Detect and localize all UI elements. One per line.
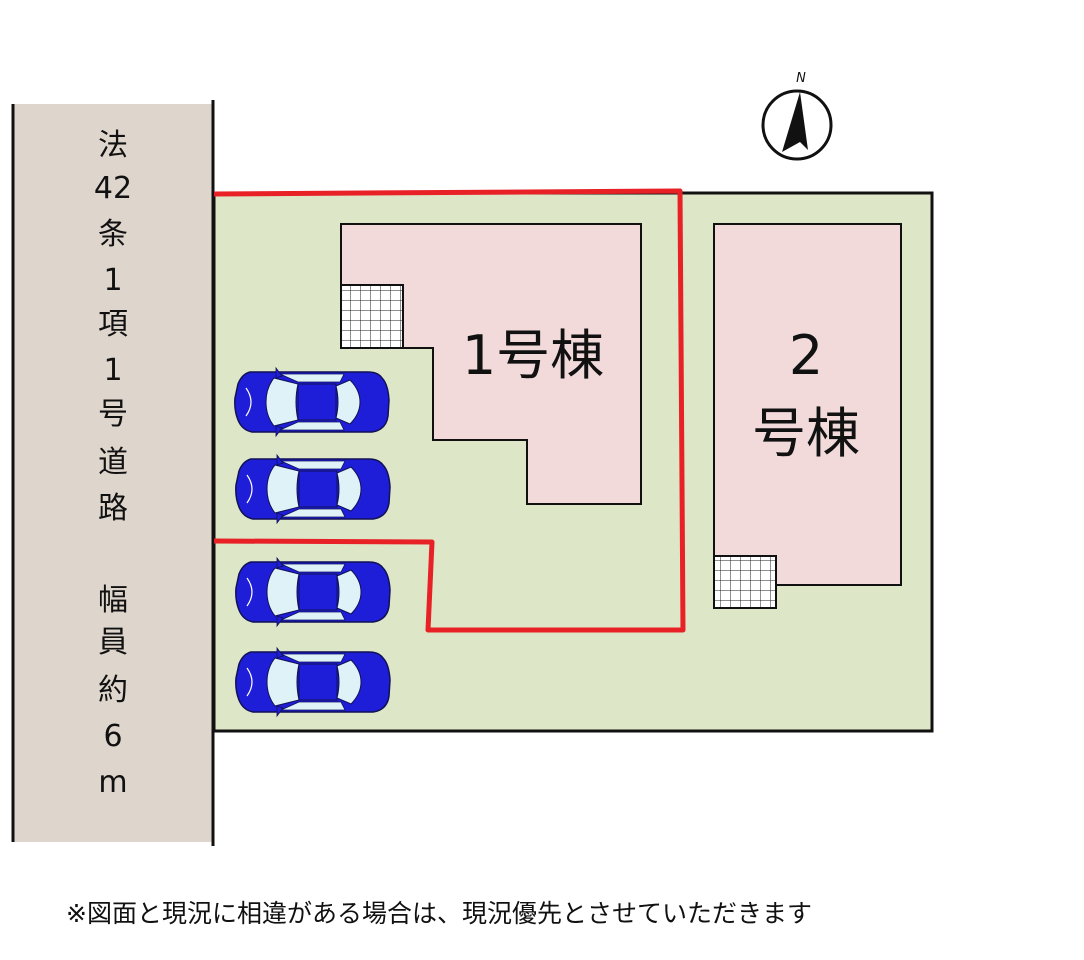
road-char: 6 [103,719,122,754]
car-1 [234,367,390,437]
building-1-label: 1号棟 [462,324,604,387]
road-char: 員 [98,625,128,660]
road-char: 道 [98,445,128,480]
road-char: m [98,765,127,800]
road-char: 条 [98,217,128,252]
lot-1-boundary [213,188,686,633]
road-char: 約 [98,673,128,708]
building-2-label-line2: 号棟 [752,402,860,465]
car-4 [235,647,391,717]
road-char: 1 [103,263,122,298]
car-3 [235,557,391,627]
road-char: 42 [94,171,132,206]
road-char: 幅 [98,583,128,618]
road-char: 1 [103,353,122,388]
road-strip [12,104,214,842]
north-arrow-needle [782,92,808,152]
building-1-entrance-tiles [340,284,404,349]
building-2-label-line1: 2 [789,324,823,387]
road-char: 路 [98,491,128,526]
road-label: 法 42 条 1 項 1 号 道 路 幅 員 約 6 m [94,128,132,800]
road-char: 法 [98,128,128,163]
road-char: 号 [98,397,128,432]
north-arrow: N [761,71,833,161]
building-2-entrance-tiles [713,555,777,609]
disclaimer-note: ※図面と現況に相違がある場合は、現況優先とさせていただきます [66,899,812,928]
north-label: N [796,71,806,86]
car-2 [235,454,391,524]
road-char: 項 [98,307,128,342]
